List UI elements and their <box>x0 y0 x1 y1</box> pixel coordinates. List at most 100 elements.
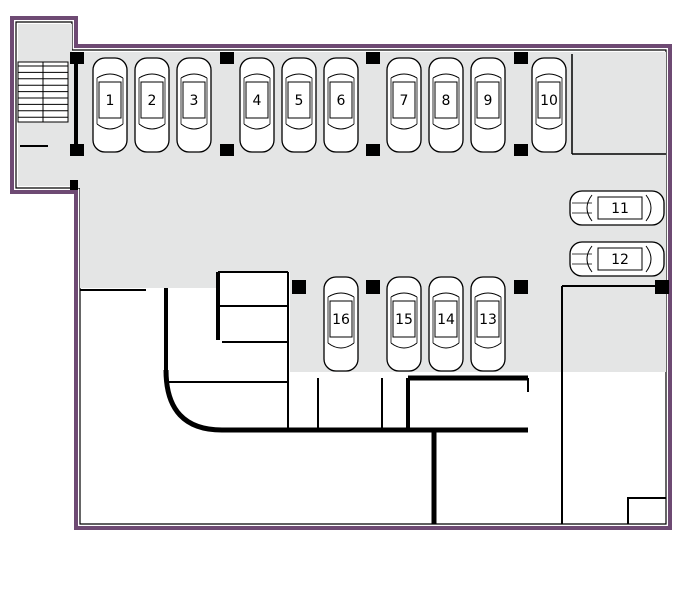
car-windshield <box>390 292 418 298</box>
spot-number: 12 <box>611 252 629 268</box>
walls <box>20 54 666 524</box>
car-rear-window <box>180 123 208 130</box>
parking-spot-6[interactable]: 6 <box>323 57 359 153</box>
column <box>70 180 78 190</box>
spot-number: 8 <box>442 93 451 109</box>
car-windshield <box>474 73 502 79</box>
spot-number: 9 <box>484 93 493 109</box>
staircase <box>17 61 69 123</box>
car-windshield <box>96 73 124 79</box>
parking-spot-9[interactable]: 9 <box>470 57 506 153</box>
spot-number-box <box>329 81 353 119</box>
spot-number: 6 <box>337 93 346 109</box>
spot-number-box <box>476 300 500 338</box>
spot-number: 14 <box>437 312 455 328</box>
car-windshield <box>327 73 355 79</box>
car-windshield <box>243 73 271 79</box>
car-rear-window <box>535 123 563 130</box>
car-windshield <box>138 73 166 79</box>
car-rear-window <box>96 123 124 130</box>
parking-spot-14[interactable]: 14 <box>428 276 464 372</box>
column <box>292 280 306 294</box>
car-rear-window <box>432 123 460 130</box>
spot-number-box <box>392 300 416 338</box>
spot-number-box <box>434 81 458 119</box>
car-rear-window <box>285 123 313 130</box>
spot-number: 10 <box>540 93 558 109</box>
column <box>70 52 84 64</box>
spot-number-box <box>597 196 643 220</box>
parking-spot-12[interactable]: 12 <box>569 241 665 277</box>
car-windshield <box>432 73 460 79</box>
spot-number: 11 <box>611 201 629 217</box>
parking-spot-10[interactable]: 10 <box>531 57 567 153</box>
column <box>514 280 528 294</box>
spot-number: 7 <box>400 93 409 109</box>
wall-curve <box>163 369 528 433</box>
car-rear-window <box>327 123 355 130</box>
column <box>366 52 380 64</box>
parking-spot-2[interactable]: 2 <box>134 57 170 153</box>
car-windshield <box>586 194 593 222</box>
spot-number: 4 <box>253 93 262 109</box>
spot-number-box <box>597 247 643 271</box>
column <box>366 144 380 156</box>
car-rear-window <box>645 194 652 222</box>
car-rear-window <box>327 342 355 349</box>
stair-steps <box>18 65 68 118</box>
wall-corner-box <box>627 497 666 524</box>
parking-spot-7[interactable]: 7 <box>386 57 422 153</box>
spot-number-box <box>392 81 416 119</box>
car-windshield <box>285 73 313 79</box>
car-rear-window <box>474 342 502 349</box>
car-windshield <box>390 73 418 79</box>
spot-number-box <box>537 81 561 119</box>
spot-number: 13 <box>479 312 497 328</box>
spot-number: 5 <box>295 93 304 109</box>
spot-number: 2 <box>148 93 157 109</box>
column <box>514 52 528 64</box>
columns <box>70 52 669 294</box>
parking-spot-8[interactable]: 8 <box>428 57 464 153</box>
spot-number-box <box>140 81 164 119</box>
car-windshield <box>474 292 502 298</box>
car-windshield <box>180 73 208 79</box>
car-rear-window <box>390 342 418 349</box>
car-windshield <box>327 292 355 298</box>
car-windshield <box>586 245 593 273</box>
parking-spot-1[interactable]: 1 <box>92 57 128 153</box>
parking-spot-5[interactable]: 5 <box>281 57 317 153</box>
spot-number-box <box>476 81 500 119</box>
spot-number-box <box>182 81 206 119</box>
parking-spot-16[interactable]: 16 <box>323 276 359 372</box>
spot-number-box <box>98 81 122 119</box>
spot-number: 16 <box>332 312 350 328</box>
car-rear-window <box>474 123 502 130</box>
car-rear-window <box>645 245 652 273</box>
spot-number: 3 <box>190 93 199 109</box>
spot-number-box <box>434 300 458 338</box>
parking-spot-15[interactable]: 15 <box>386 276 422 372</box>
car-windshield <box>432 292 460 298</box>
spot-number-box <box>329 300 353 338</box>
spot-number-box <box>245 81 269 119</box>
column <box>220 144 234 156</box>
spot-number: 1 <box>106 93 115 109</box>
parking-spot-3[interactable]: 3 <box>176 57 212 153</box>
parking-spot-4[interactable]: 4 <box>239 57 275 153</box>
column <box>366 280 380 294</box>
parking-spot-11[interactable]: 11 <box>569 190 665 226</box>
spot-number-box <box>287 81 311 119</box>
car-windshield <box>535 73 563 79</box>
car-rear-window <box>243 123 271 130</box>
car-rear-window <box>432 342 460 349</box>
column <box>70 144 84 156</box>
parking-spot-13[interactable]: 13 <box>470 276 506 372</box>
spot-number: 15 <box>395 312 413 328</box>
column <box>655 280 669 294</box>
column <box>220 52 234 64</box>
column <box>514 144 528 156</box>
car-rear-window <box>138 123 166 130</box>
